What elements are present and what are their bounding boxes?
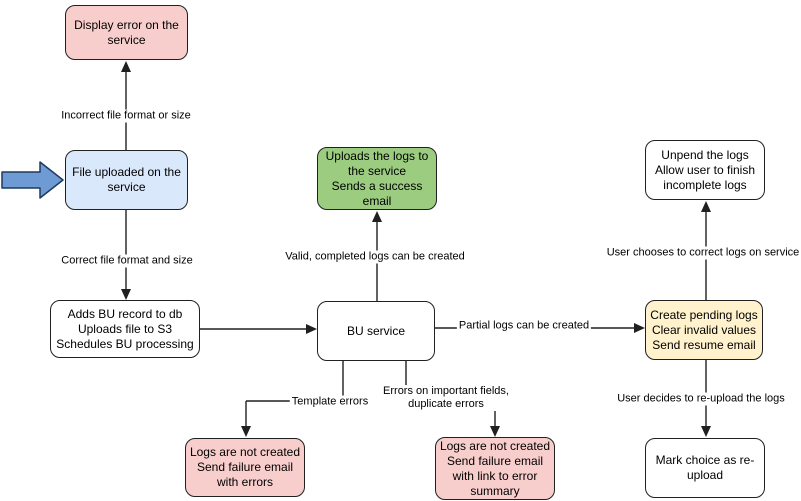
arrowhead-icon <box>121 61 131 72</box>
edge-label-line: Correct file format and size <box>61 254 193 267</box>
node-text-line: service <box>107 180 146 194</box>
label-correct-file-format[interactable]: Correct file format and size <box>59 254 195 268</box>
label-user-decides-reupload[interactable]: User decides to re-upload the logs <box>615 392 787 406</box>
node-text-line: the service <box>347 163 407 178</box>
label-template-errors[interactable]: Template errors <box>289 395 371 409</box>
node-text-line: Send failure email <box>446 453 544 468</box>
node-mark-choice-reupload[interactable]: Mark choice as re-upload <box>645 438 765 498</box>
label-user-chooses-correct[interactable]: User chooses to correct logs on service <box>604 246 801 260</box>
edge-label-line: Template errors <box>291 395 369 408</box>
node-text-line: Logs are not created <box>439 438 551 453</box>
edge-bu-service-to-logs-summary <box>405 361 500 437</box>
edge-label-line: duplicate errors <box>408 398 484 410</box>
edge-label-line: Partial logs can be created <box>458 319 590 332</box>
node-text-line: summary <box>470 483 520 498</box>
node-text-line: with link to error <box>452 468 538 483</box>
node-text-line: Uploads file to S3 <box>77 321 173 336</box>
node-text-line: with errors <box>216 475 273 489</box>
edge-label-line: Valid, completed logs can be created <box>285 250 465 263</box>
arrowhead-icon <box>701 426 711 437</box>
node-text-line: Clear invalid values <box>651 322 757 337</box>
arrowhead-icon <box>372 211 382 222</box>
label-valid-completed-logs[interactable]: Valid, completed logs can be created <box>283 250 467 264</box>
edge-label-line: Errors on important fields, <box>383 385 509 397</box>
node-text-line: email <box>362 193 392 208</box>
node-text-line: Allow user to finish <box>654 162 756 177</box>
label-partial-logs[interactable]: Partial logs can be created <box>456 319 592 333</box>
node-text-line: Display error on the <box>74 17 179 32</box>
edge-file-uploaded-to-adds-bu <box>121 210 131 300</box>
node-text-line: File uploaded on the <box>72 165 181 179</box>
edge-file-uploaded-to-display-error <box>121 61 131 150</box>
arrowhead-icon <box>701 201 711 212</box>
label-incorrect-file-format[interactable]: Incorrect file format or size <box>59 109 193 123</box>
arrowhead-icon <box>490 426 500 437</box>
arrowhead-icon <box>241 426 251 437</box>
edge-adds-bu-to-bu-service <box>200 324 317 334</box>
node-text-line: incomplete logs <box>663 177 747 192</box>
node-text-line: Uploads the logs to <box>325 148 429 163</box>
node-text-line: Send failure email <box>196 460 294 474</box>
arrowhead-icon <box>306 324 317 334</box>
label-errors-important-fields[interactable]: Errors on important fields,duplicate err… <box>381 385 511 411</box>
node-text-line: upload <box>686 468 724 482</box>
node-text-line: Sends a success <box>331 178 423 193</box>
arrowhead-icon <box>121 289 131 300</box>
node-text-line: Unpend the logs <box>661 147 749 162</box>
node-text-line: service <box>107 32 146 47</box>
node-text-line: Adds BU record to db <box>67 306 183 321</box>
node-text-line: Create pending logs <box>650 307 758 322</box>
node-text-line: Schedules BU processing <box>56 336 194 351</box>
arrowhead-icon <box>634 323 645 333</box>
node-text-line: Mark choice as re- <box>655 453 755 467</box>
node-text-line: BU service <box>346 323 405 338</box>
input-pointer-arrow[interactable] <box>1 161 64 199</box>
node-text-line: Logs are not created <box>189 445 301 459</box>
node-bu-service[interactable]: BU service <box>317 301 435 361</box>
edge-label-line: User chooses to correct logs on service <box>606 246 800 259</box>
edge-bu-service-to-logs-errors <box>241 361 344 437</box>
edge-label-line: User decides to re-upload the logs <box>617 392 785 405</box>
node-text-line: Send resume email <box>652 337 756 352</box>
edge-label-line: Incorrect file format or size <box>61 109 191 122</box>
